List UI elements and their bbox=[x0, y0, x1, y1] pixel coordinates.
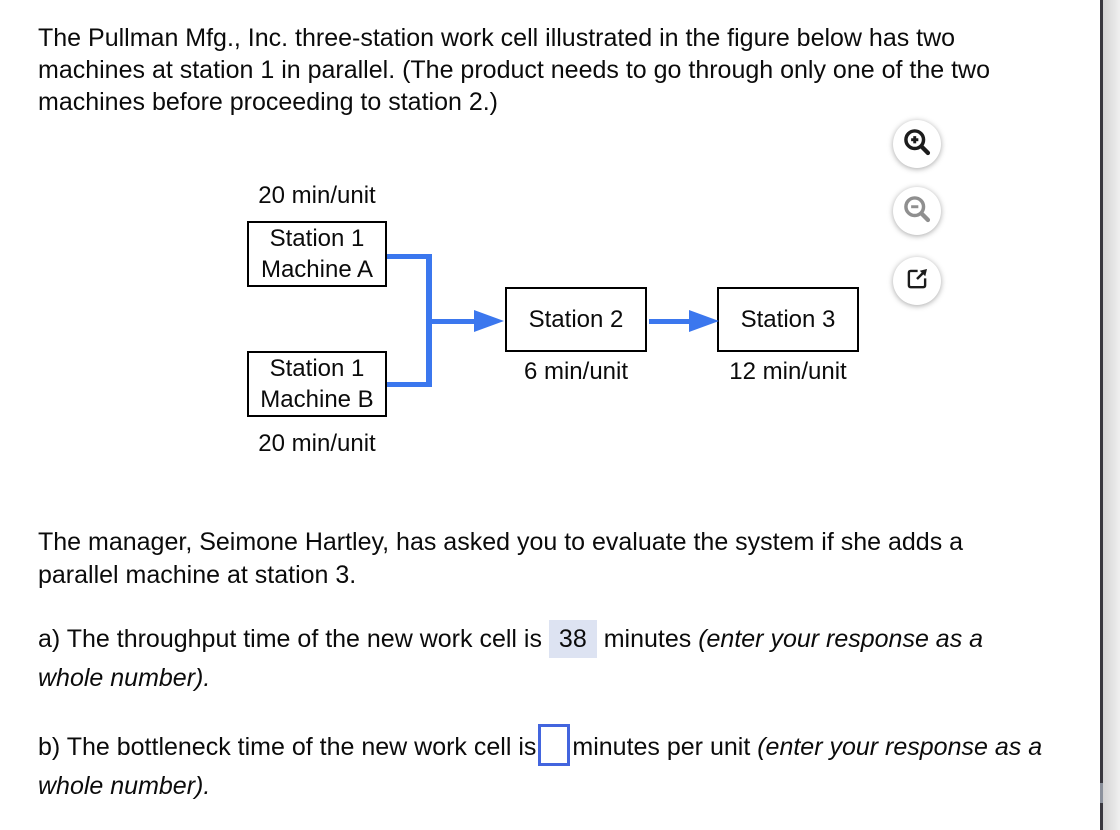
station1-machine-a-box: Station 1 Machine A bbox=[247, 221, 387, 287]
question-part-a: a) The throughput time of the new work c… bbox=[38, 620, 1028, 698]
open-in-new-window-button[interactable] bbox=[893, 257, 941, 305]
part-b-prefix: b) The bottleneck time of the new work c… bbox=[38, 733, 537, 761]
machine-b-rate-label: 20 min/unit bbox=[258, 430, 376, 457]
station2-rate-label: 6 min/unit bbox=[523, 358, 629, 385]
question-part-b: b) The bottleneck time of the new work c… bbox=[38, 724, 1053, 806]
scrollbar-track[interactable] bbox=[1103, 0, 1120, 830]
part-b-answer-box[interactable] bbox=[538, 724, 571, 766]
part-b-instruction: (enter your response as a whole number). bbox=[38, 733, 1043, 800]
open-in-new-window-icon bbox=[902, 264, 932, 299]
zoom-in-button[interactable] bbox=[893, 120, 941, 168]
manager-note-text: The manager, Seimone Hartley, has asked … bbox=[38, 528, 964, 589]
machine-a-rate-label: 20 min/unit bbox=[258, 182, 376, 209]
part-a-suffix: minutes bbox=[603, 625, 692, 653]
scrollbar-thumb[interactable] bbox=[1100, 783, 1103, 803]
arrow-to-station2-shaft bbox=[430, 319, 475, 324]
question-intro-text: The Pullman Mfg., Inc. three-station wor… bbox=[38, 24, 990, 116]
connector-merge-line bbox=[426, 254, 432, 387]
connector-machine-a-line bbox=[387, 254, 431, 259]
arrow-to-station3-shaft bbox=[649, 319, 690, 324]
panel-edge-line bbox=[1100, 0, 1103, 830]
part-a-prefix: a) The throughput time of the new work c… bbox=[38, 625, 542, 653]
station2-box: Station 2 bbox=[505, 287, 647, 352]
part-b-suffix: minutes per unit bbox=[572, 733, 751, 761]
station3-box: Station 3 bbox=[717, 287, 859, 352]
station1-machine-b-line2: Machine B bbox=[260, 386, 374, 413]
station1-machine-b-box: Station 1 Machine B bbox=[247, 351, 387, 417]
station1-machine-a-line2: Machine A bbox=[260, 256, 374, 283]
arrow-to-station3-head-icon bbox=[689, 310, 719, 332]
station1-machine-b-line1: Station 1 bbox=[269, 355, 365, 382]
part-a-answer-box[interactable]: 38 bbox=[548, 620, 597, 658]
station2-label: Station 2 bbox=[528, 306, 624, 333]
zoom-in-icon bbox=[901, 126, 933, 163]
arrow-to-station2-head-icon bbox=[474, 310, 504, 332]
zoom-out-icon bbox=[901, 193, 933, 230]
station3-rate-label: 12 min/unit bbox=[729, 358, 847, 385]
part-a-instruction: (enter your response as a whole number). bbox=[38, 625, 984, 692]
connector-machine-b-line bbox=[387, 382, 431, 387]
station1-machine-a-line1: Station 1 bbox=[269, 225, 365, 252]
station3-label: Station 3 bbox=[740, 306, 836, 333]
zoom-out-button[interactable] bbox=[893, 187, 941, 235]
